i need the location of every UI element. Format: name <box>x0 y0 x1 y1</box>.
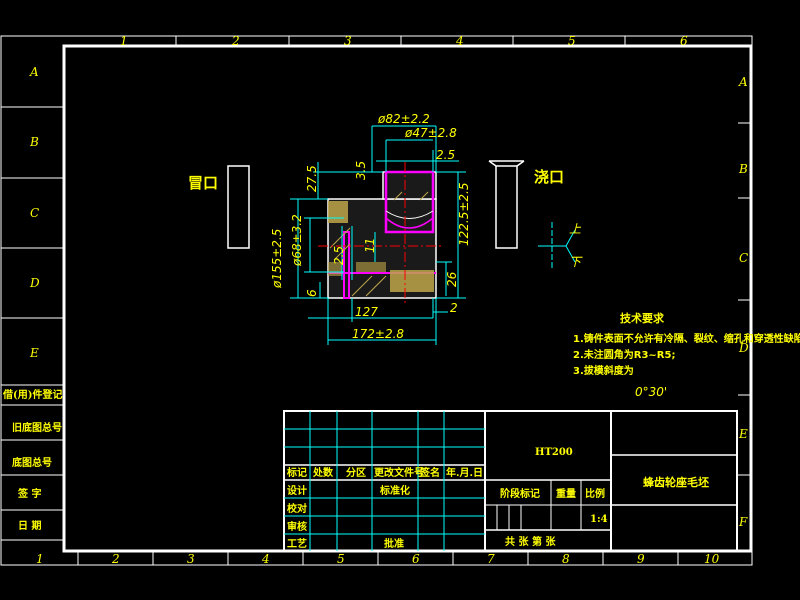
left-strip-date: 日 期 <box>18 519 41 532</box>
dim-d25a: 2.5 <box>436 148 455 162</box>
dim-d2: 2 <box>450 301 458 315</box>
riser-label: 冒口 <box>188 174 218 192</box>
tb-row-design: 设计 <box>287 484 307 497</box>
bottom-zone-3: 3 <box>187 552 195 566</box>
top-zone-6: 6 <box>680 34 688 48</box>
tech-req-line-1: 1.铸件表面不允许有冷隔、裂纹、缩孔和穿透性缺陷; <box>573 332 800 345</box>
left-zone-B: B <box>29 135 39 149</box>
material: HT200 <box>535 447 573 458</box>
bottom-zone-ticks <box>77 551 679 565</box>
dim-d35: 3.5 <box>354 161 368 180</box>
bottom-zone-8: 8 <box>562 552 570 566</box>
top-zone-5: 5 <box>568 34 576 48</box>
left-zone-ticks <box>1 106 64 541</box>
tb-row-review: 审核 <box>287 520 307 533</box>
tb-approve: 批准 <box>384 537 404 550</box>
riser-block <box>227 165 250 249</box>
dim-d6: 6 <box>305 289 319 297</box>
bottom-zone-2: 2 <box>111 552 120 566</box>
right-zone-F: F <box>738 515 748 529</box>
tech-req-line-2: 2.未注圆角为R3~R5; <box>573 348 675 361</box>
right-zone-E: E <box>738 427 748 441</box>
tb-scale-label: 比例 <box>585 487 605 500</box>
top-zone-3: 3 <box>344 34 352 48</box>
dimension-lines <box>290 125 466 345</box>
bottom-zone-6: 6 <box>412 552 420 566</box>
tech-req-title: 技术要求 <box>620 311 665 325</box>
tb-header-change: 更改文件号 <box>374 466 424 479</box>
dim-d68: ø68±3.2 <box>290 214 304 267</box>
bottom-zone-10: 10 <box>704 552 720 566</box>
tb-header-zone: 分区 <box>346 466 366 479</box>
left-strip-old-no: 旧底图总号 <box>12 421 62 434</box>
left-zone-E: E <box>29 346 39 360</box>
right-zone-ticks <box>738 122 751 552</box>
dim-d275: 27.5 <box>305 165 319 192</box>
left-strip-total-no: 底图总号 <box>12 456 52 469</box>
bottom-zone-9: 9 <box>637 552 645 566</box>
top-zone-2: 2 <box>231 34 240 48</box>
dim-d127: 127 <box>355 305 378 319</box>
left-zone-C: C <box>30 206 39 220</box>
title-block <box>283 410 738 552</box>
right-zone-D: D <box>738 341 749 355</box>
dim-d155: ø155±2.5 <box>270 229 284 289</box>
right-zone-A: A <box>738 75 748 89</box>
dim-d172: 172±2.8 <box>352 327 404 341</box>
tb-row-process: 工艺 <box>287 537 307 550</box>
top-zone-1: 1 <box>120 34 128 48</box>
bottom-zone-7: 7 <box>487 552 495 566</box>
tb-stage-mark: 阶段标记 <box>500 487 540 500</box>
tb-header-count: 处数 <box>312 466 334 479</box>
right-zone-C: C <box>739 251 748 265</box>
right-zone-B: B <box>738 162 748 176</box>
outer-frame <box>0 35 753 566</box>
dim-d26: 26 <box>445 271 459 287</box>
left-strip-borrow: 借(用)件登记 <box>2 388 62 401</box>
draft-angle: 0°30' <box>635 385 667 399</box>
left-zone-D: D <box>29 276 40 290</box>
left-strip-sign: 签 字 <box>17 487 41 500</box>
top-zone-4: 4 <box>455 34 464 48</box>
dim-d82: ø82±2.2 <box>377 112 430 126</box>
svg-text:下: 下 <box>569 255 583 269</box>
bottom-zone-5: 5 <box>337 552 345 566</box>
tb-row-check: 校对 <box>287 502 307 515</box>
dim-d11: 11 <box>363 238 377 253</box>
tech-req-line-3: 3.拔模斜度为 <box>573 364 634 377</box>
bottom-zone-1: 1 <box>36 552 44 566</box>
part-name: 蜂齿轮座毛坯 <box>643 475 709 489</box>
parting-symbol: 上 下 <box>538 222 583 269</box>
left-zone-A: A <box>29 65 39 79</box>
tb-sheets: 共 张 第 张 <box>505 535 556 548</box>
tb-weight: 重量 <box>556 487 576 500</box>
svg-text:上: 上 <box>569 222 582 236</box>
dim-d47: ø47±2.8 <box>404 126 457 140</box>
tb-header-sign: 签名 <box>419 466 440 479</box>
tb-standardize: 标准化 <box>379 484 410 497</box>
gate-block <box>495 165 518 249</box>
tb-header-date: 年.月.日 <box>446 466 483 479</box>
tb-header-mark: 标记 <box>286 466 307 479</box>
tb-scale-value: 1:4 <box>590 514 608 525</box>
dim-d1225: 122.5±2.5 <box>457 183 471 247</box>
dim-d25b: 2.5 <box>332 246 346 265</box>
top-zone-ticks <box>175 36 626 46</box>
bottom-zone-4: 4 <box>261 552 270 566</box>
casting-section <box>318 162 442 305</box>
gate-label: 浇口 <box>534 168 564 186</box>
